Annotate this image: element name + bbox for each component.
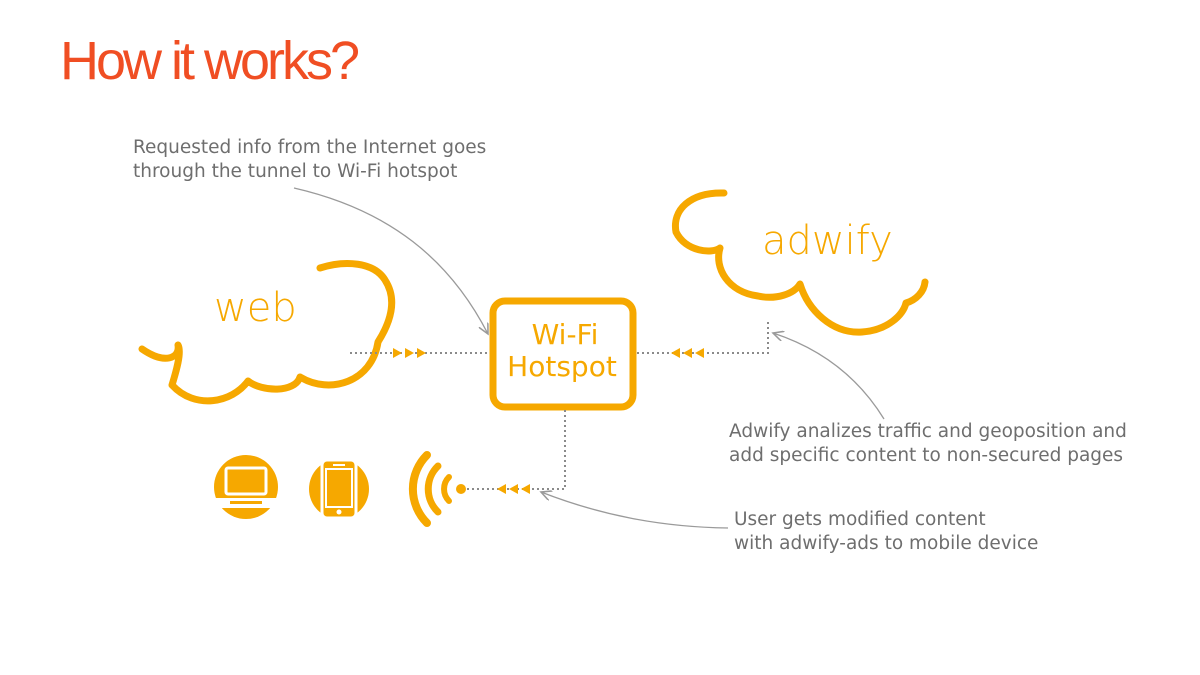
web-cloud-label: web xyxy=(214,285,297,331)
wifi-hotspot-box: Wi-Fi Hotspot xyxy=(489,297,637,411)
slide-title: How it works? xyxy=(60,31,360,91)
user-note-line-2: with adwify-ads to mobile device xyxy=(734,533,1039,554)
user-note-line-1: User gets modified content xyxy=(734,509,986,530)
adwify-cloud-label: adwify xyxy=(762,218,893,264)
request-note-line-1: Requested info from the Internet goes xyxy=(133,137,487,158)
request-callout-arrow xyxy=(293,187,488,334)
hotspot-frame xyxy=(489,297,637,411)
web-to-hotspot-arrows xyxy=(393,348,426,358)
adwify-cloud: adwify xyxy=(671,189,929,336)
adwify-cloud-outline xyxy=(671,189,929,336)
request-note: Requested info from the Internet goes th… xyxy=(133,136,486,184)
laptop-icon xyxy=(212,455,280,519)
adwify-callout-arrow xyxy=(773,333,885,420)
adwify-note-line-2: add specific content to non-secured page… xyxy=(729,445,1124,466)
smartphone-icon xyxy=(309,458,369,520)
hotspot-label-line1: Wi-Fi xyxy=(532,318,599,351)
user-callout-arrow xyxy=(541,492,729,529)
adwify-to-hotspot-line xyxy=(636,322,769,354)
request-note-line-2: through the tunnel to Wi-Fi hotspot xyxy=(133,161,458,182)
wifi-signal-icon xyxy=(408,451,466,527)
hotspot-to-device-line xyxy=(465,410,566,490)
web-cloud: web xyxy=(138,260,396,405)
user-note: User gets modified content with adwify-a… xyxy=(734,508,1038,556)
adwify-to-hotspot-arrows xyxy=(671,348,704,358)
callout-arrows xyxy=(293,187,885,529)
hotspot-label-line2: Hotspot xyxy=(507,350,617,383)
hotspot-to-device-arrows xyxy=(497,484,530,494)
web-cloud-outline xyxy=(138,260,396,405)
adwify-note-line-1: Adwify analizes traffic and geoposition … xyxy=(729,421,1127,442)
adwify-note: Adwify analizes traffic and geoposition … xyxy=(729,420,1127,468)
